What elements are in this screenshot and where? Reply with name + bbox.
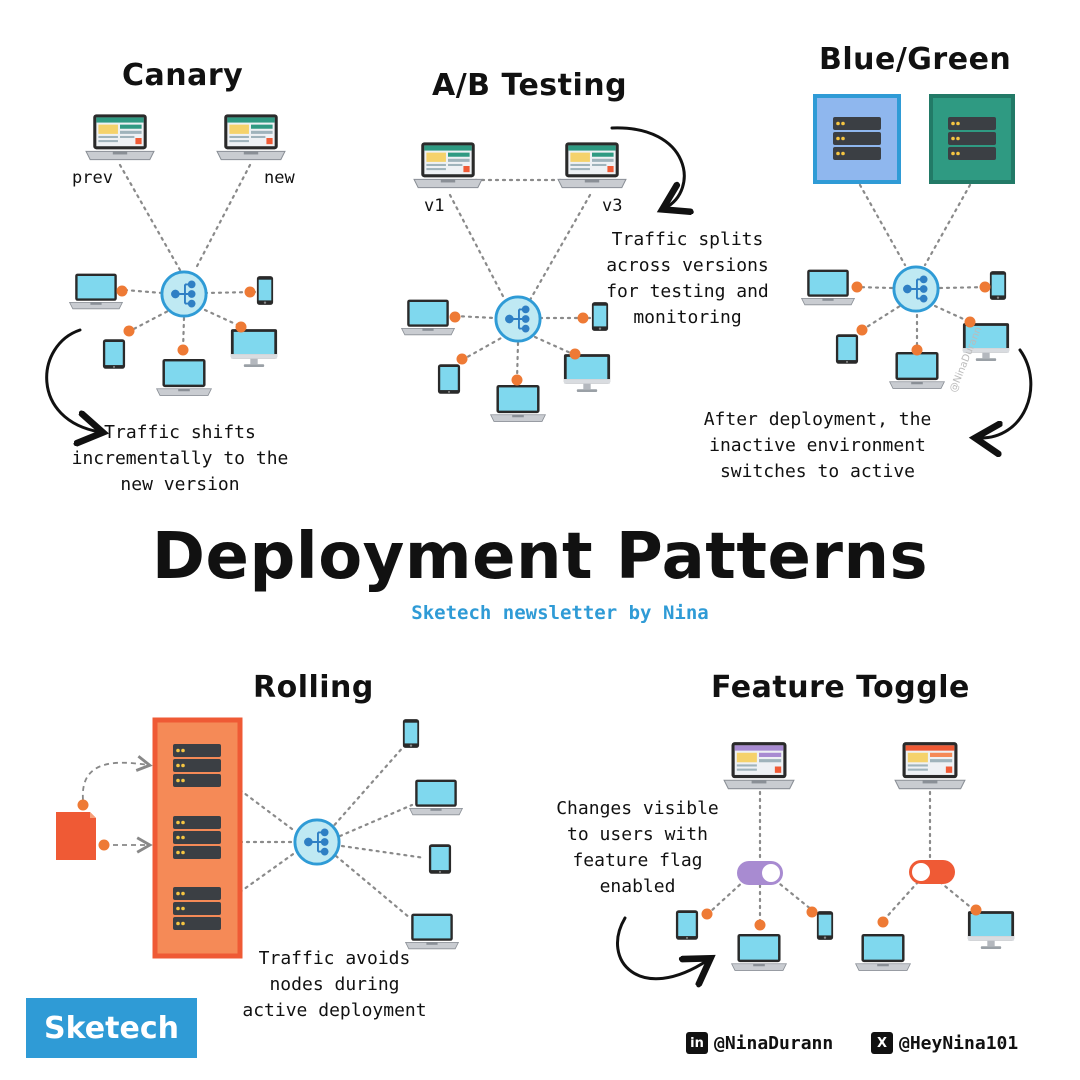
- server-icon: [173, 744, 221, 787]
- feature-toggle-diagram: [616, 741, 1015, 979]
- laptop-client-icon: [69, 273, 123, 310]
- phone-client-icon: [256, 276, 274, 305]
- page-title: Deployment Patterns: [151, 520, 929, 594]
- x-handle[interactable]: X @HeyNina101: [871, 1032, 1018, 1054]
- feature-toggle-note: Changes visible to users with feature fl…: [556, 798, 719, 897]
- phone-client-icon: [402, 719, 420, 748]
- deploy-file-icon: [56, 812, 96, 860]
- blue-environment: [813, 94, 901, 184]
- page-subtitle: Sketech newsletter by Nina: [411, 602, 709, 624]
- ab-label-v1: v1: [424, 196, 445, 216]
- linkedin-handle[interactable]: in @NinaDurann: [686, 1032, 833, 1054]
- laptop-new-version: [216, 113, 286, 161]
- laptop-prev-version: [85, 113, 155, 161]
- canary-note: Traffic shifts incrementally to the new …: [71, 422, 289, 495]
- feature-toggle-title: Feature Toggle: [711, 670, 970, 705]
- sketech-logo: Sketech: [26, 998, 197, 1058]
- phone-client-icon: [989, 271, 1007, 300]
- laptop-client-icon: [156, 358, 212, 396]
- tablet-client-icon: [102, 339, 126, 369]
- tablet-client-icon: [675, 910, 699, 940]
- traffic-dots: [449, 311, 589, 386]
- canary-diagram: [45, 113, 286, 432]
- laptop-client-icon: [801, 269, 855, 306]
- laptop-feature-off-version: [723, 741, 795, 790]
- tablet-client-icon: [835, 334, 859, 364]
- laptop-client-icon: [731, 933, 787, 971]
- ab-testing-note: Traffic splits across versions for testi…: [606, 229, 769, 328]
- server-icon: [948, 117, 996, 160]
- laptop-version-v3: [557, 141, 627, 189]
- tablet-client-icon: [437, 364, 461, 394]
- traffic-dots: [77, 799, 110, 851]
- canary-title: Canary: [122, 58, 244, 93]
- laptop-client-icon: [405, 913, 459, 950]
- traffic-dots: [851, 281, 991, 356]
- monitor-client-icon: [563, 354, 611, 392]
- linkedin-handle-text: @NinaDurann: [714, 1032, 834, 1054]
- blue-green-note: After deployment, the inactive environme…: [703, 409, 932, 482]
- server-icon: [173, 887, 221, 930]
- tablet-client-icon: [428, 844, 452, 874]
- monitor-client-icon: [230, 329, 278, 367]
- laptop-client-icon: [401, 299, 455, 336]
- toggle-switch-on: [737, 861, 783, 885]
- canary-label-new: new: [264, 168, 295, 188]
- blue-green-title: Blue/Green: [819, 42, 1012, 77]
- server-icon: [833, 117, 881, 160]
- blue-green-diagram: [801, 94, 1033, 438]
- ab-testing-diagram: [401, 126, 685, 422]
- load-balancer-icon: [494, 295, 542, 343]
- canary-arrow: [45, 328, 100, 432]
- ab-arrow: [610, 126, 684, 208]
- ab-label-v3: v3: [602, 196, 623, 216]
- x-handle-text: @HeyNina101: [899, 1032, 1019, 1054]
- traffic-dots: [116, 285, 256, 356]
- rolling-diagram: [56, 717, 463, 959]
- toggle-switch-off: [909, 860, 955, 884]
- logo-text: Sketech: [44, 1010, 179, 1046]
- laptop-client-icon: [409, 779, 463, 816]
- phone-client-icon: [816, 911, 834, 940]
- load-balancer-icon: [160, 270, 208, 318]
- rolling-title: Rolling: [253, 670, 374, 705]
- laptop-client-icon: [889, 351, 945, 389]
- laptop-version-v1: [413, 141, 483, 189]
- laptop-client-icon: [855, 933, 911, 971]
- canary-label-prev: prev: [72, 168, 113, 188]
- ab-testing-title: A/B Testing: [432, 68, 628, 103]
- laptop-client-icon: [490, 384, 546, 422]
- load-balancer-icon: [892, 265, 940, 313]
- server-icon: [173, 816, 221, 859]
- x-icon: X: [871, 1032, 893, 1054]
- rolling-note: Traffic avoids nodes during active deplo…: [242, 948, 427, 1021]
- laptop-feature-on-version: [894, 741, 966, 790]
- blue-green-arrow: [978, 348, 1033, 438]
- feature-toggle-arrow: [616, 916, 708, 979]
- monitor-client-icon: [967, 911, 1015, 949]
- green-environment: [929, 94, 1015, 184]
- linkedin-icon: in: [686, 1032, 708, 1054]
- traffic-dots: [701, 904, 982, 931]
- load-balancer-icon: [293, 818, 341, 866]
